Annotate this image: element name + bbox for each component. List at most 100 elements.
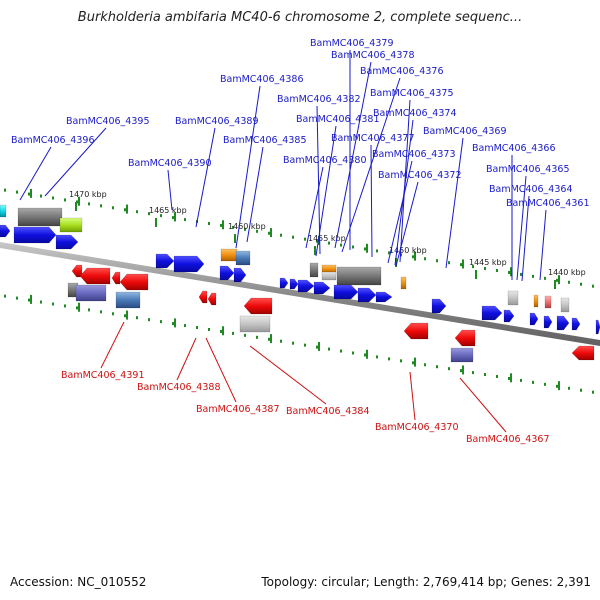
tick-mark: [184, 324, 186, 328]
major-tick-mark: [318, 341, 320, 351]
tick-mark: [484, 267, 486, 271]
major-tick-mark: [366, 349, 368, 359]
gene-4389: [173, 255, 205, 273]
gene-label-reverse: BamMC406_4367: [466, 434, 549, 445]
tick-mark: [556, 278, 558, 282]
leader-line: [315, 125, 337, 257]
gene-label-forward: BamMC406_4396: [11, 135, 94, 146]
leader-line: [235, 85, 261, 249]
tick-mark: [112, 312, 114, 316]
gene-4373: [400, 276, 407, 290]
tick-mark: [76, 200, 78, 204]
major-tick-mark: [314, 246, 316, 255]
tick-mark: [220, 329, 222, 333]
topology-label: Topology: circular; Length: 2,769,414 bp…: [261, 575, 591, 589]
gene-fwd: [503, 309, 515, 323]
tick-mark: [388, 251, 390, 255]
gene-label-forward: BamMC406_4380: [283, 155, 366, 166]
major-tick-mark: [270, 228, 272, 238]
tick-mark: [472, 265, 474, 269]
tick-mark: [364, 247, 366, 251]
gene-4396: [17, 207, 63, 227]
gene-rev: [119, 273, 149, 291]
gene-fwd: [529, 312, 539, 326]
gene-label-forward: BamMC406_4382: [277, 94, 360, 105]
gene-rev: [71, 264, 83, 278]
tick-mark: [160, 320, 162, 324]
leader-line: [395, 181, 419, 267]
tick-mark: [244, 227, 246, 231]
tick-mark: [64, 198, 66, 202]
major-tick-mark: [30, 188, 32, 198]
tick-mark: [136, 316, 138, 320]
gene-label-forward: BamMC406_4379: [310, 38, 393, 49]
tick-mark: [40, 300, 42, 304]
gene-4361: [560, 297, 570, 313]
tick-mark: [244, 333, 246, 337]
tick-mark: [256, 335, 258, 339]
major-tick-mark: [174, 212, 176, 222]
gene-fwd: [289, 278, 299, 290]
major-tick-mark: [462, 259, 464, 269]
tick-mark: [544, 382, 546, 386]
tick-mark: [16, 190, 18, 194]
scale-label: 1450 kbp: [389, 246, 427, 255]
major-tick-mark: [510, 373, 512, 383]
tick-mark: [412, 255, 414, 259]
major-tick-mark: [510, 267, 512, 277]
leader-line: [334, 61, 372, 249]
leader-line: [409, 371, 416, 421]
tick-mark: [280, 233, 282, 237]
major-tick-mark: [155, 218, 157, 227]
leader-line: [167, 169, 173, 211]
tick-mark: [376, 355, 378, 359]
gene-fwd: [297, 279, 315, 293]
tick-mark: [412, 361, 414, 365]
gene-fwd: [481, 305, 503, 321]
tick-mark: [76, 306, 78, 310]
gene-label-forward: BamMC406_4386: [220, 74, 303, 85]
tick-mark: [580, 388, 582, 392]
tick-mark: [376, 249, 378, 253]
tick-mark: [172, 322, 174, 326]
tick-mark: [436, 259, 438, 263]
gene-label-reverse: BamMC406_4391: [61, 370, 144, 381]
tick-mark: [16, 296, 18, 300]
tick-mark: [508, 376, 510, 380]
tick-mark: [292, 235, 294, 239]
major-tick-mark: [475, 270, 477, 279]
tick-mark: [124, 208, 126, 212]
gene-label-forward: BamMC406_4390: [128, 158, 211, 169]
gene-label-forward: BamMC406_4378: [331, 50, 414, 61]
gene-fwd: [333, 284, 359, 300]
tick-mark: [28, 298, 30, 302]
gene-label-reverse: BamMC406_4370: [375, 422, 458, 433]
major-tick-mark: [75, 202, 77, 211]
tick-mark: [520, 272, 522, 276]
tick-mark: [112, 206, 114, 210]
leader-line: [100, 321, 125, 369]
gene-fwd: [571, 317, 581, 331]
major-tick-mark: [126, 310, 128, 320]
gene-4366: [507, 290, 519, 306]
tick-mark: [64, 304, 66, 308]
tick-mark: [160, 214, 162, 218]
gene-4387: [243, 297, 273, 315]
gene-label-reverse: BamMC406_4384: [286, 406, 369, 417]
major-tick-mark: [462, 365, 464, 375]
gene-label-reverse: BamMC406_4387: [196, 404, 279, 415]
tick-mark: [352, 351, 354, 355]
gene-4382: [309, 262, 319, 278]
major-tick-mark: [270, 334, 272, 344]
gene-label-forward: BamMC406_4364: [489, 184, 572, 195]
tick-mark: [208, 221, 210, 225]
tick-mark: [148, 318, 150, 322]
leader-line: [246, 146, 264, 243]
gene-label-forward: BamMC406_4366: [472, 143, 555, 154]
gene-4377: [336, 266, 382, 286]
gene-label-forward: BamMC406_4365: [486, 164, 569, 175]
major-tick-mark: [318, 235, 320, 245]
gene-label-forward: BamMC406_4381: [296, 114, 379, 125]
